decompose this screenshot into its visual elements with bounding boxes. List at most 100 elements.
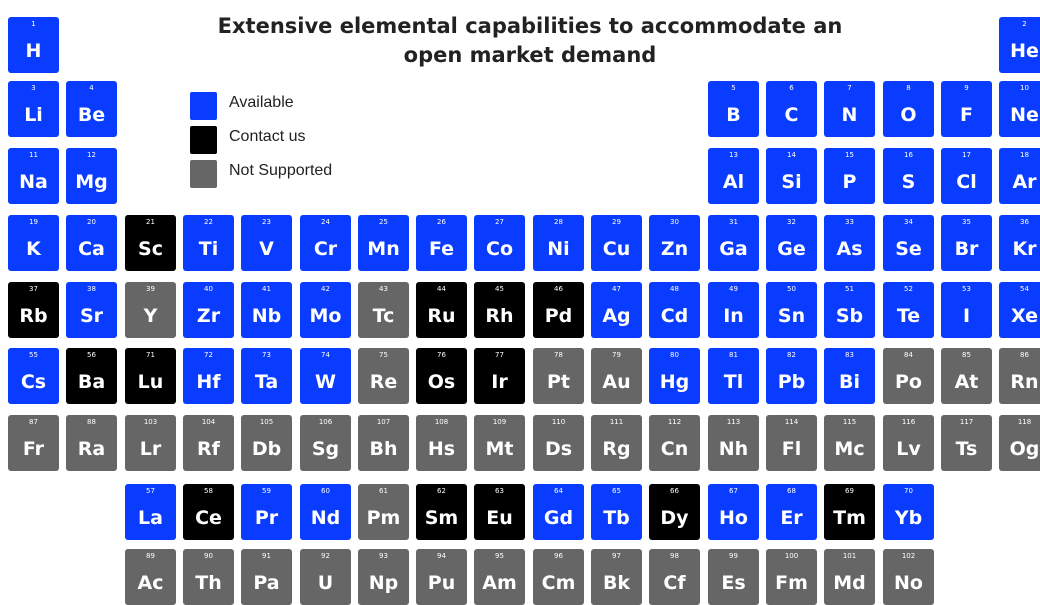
element-symbol: Mc — [834, 438, 865, 460]
element-number: 74 — [321, 351, 330, 359]
element-symbol: Th — [195, 572, 222, 594]
element-symbol: Hg — [659, 371, 690, 393]
element-symbol: Ta — [254, 371, 279, 393]
element-symbol: Hs — [427, 438, 456, 460]
element-symbol: Rg — [602, 438, 631, 460]
element-symbol: Ra — [77, 438, 106, 460]
element-number: 12 — [87, 151, 96, 159]
element-symbol: Pu — [427, 572, 456, 594]
element-symbol: Sr — [79, 305, 104, 327]
element-number: 49 — [729, 285, 738, 293]
element-number: 63 — [495, 487, 504, 495]
element-symbol: I — [962, 305, 971, 327]
element-symbol: Er — [780, 507, 803, 529]
element-symbol: Ba — [77, 371, 106, 393]
element-number: 4 — [89, 84, 94, 92]
element-symbol: Ar — [1012, 171, 1037, 193]
element-symbol: Cl — [956, 171, 977, 193]
element-number: 67 — [729, 487, 738, 495]
element-symbol: Ru — [427, 305, 456, 327]
element-number: 69 — [845, 487, 854, 495]
element-number: 16 — [904, 151, 913, 159]
legend-item-contact: Contact us — [190, 126, 332, 154]
element-number: 35 — [962, 218, 971, 226]
element-number: 95 — [495, 552, 504, 560]
element-number: 9 — [964, 84, 969, 92]
element-number: 5 — [731, 84, 736, 92]
element-symbol: Zn — [660, 238, 689, 260]
element-number: 53 — [962, 285, 971, 293]
element-symbol: Y — [143, 305, 158, 327]
element-number: 101 — [842, 552, 857, 560]
element-symbol: K — [26, 238, 41, 260]
element-symbol: Og — [1009, 438, 1040, 460]
element-number: 8 — [906, 84, 911, 92]
element-number: 96 — [554, 552, 563, 560]
element-number: 51 — [845, 285, 854, 293]
element-number: 99 — [729, 552, 738, 560]
element-symbol: Kr — [1012, 238, 1037, 260]
element-symbol: Tc — [372, 305, 395, 327]
element-symbol: Fr — [22, 438, 45, 460]
element-symbol: Dy — [660, 507, 689, 529]
element-number: 27 — [495, 218, 504, 226]
element-symbol: Au — [602, 371, 631, 393]
element-number: 55 — [29, 351, 38, 359]
element-symbol: Ne — [1010, 104, 1039, 126]
element-symbol: Rb — [19, 305, 48, 327]
element-symbol: Rn — [1010, 371, 1039, 393]
element-symbol: Tb — [603, 507, 630, 529]
element-number: 7 — [847, 84, 852, 92]
element-symbol: Lu — [137, 371, 164, 393]
element-number: 20 — [87, 218, 96, 226]
element-number: 47 — [612, 285, 621, 293]
element-symbol: W — [315, 371, 336, 393]
element-symbol: Cd — [660, 305, 689, 327]
element-number: 61 — [379, 487, 388, 495]
element-symbol: Ge — [777, 238, 806, 260]
element-symbol: As — [836, 238, 863, 260]
element-symbol: Ce — [195, 507, 222, 529]
element-number: 113 — [726, 418, 741, 426]
element-number: 109 — [492, 418, 507, 426]
